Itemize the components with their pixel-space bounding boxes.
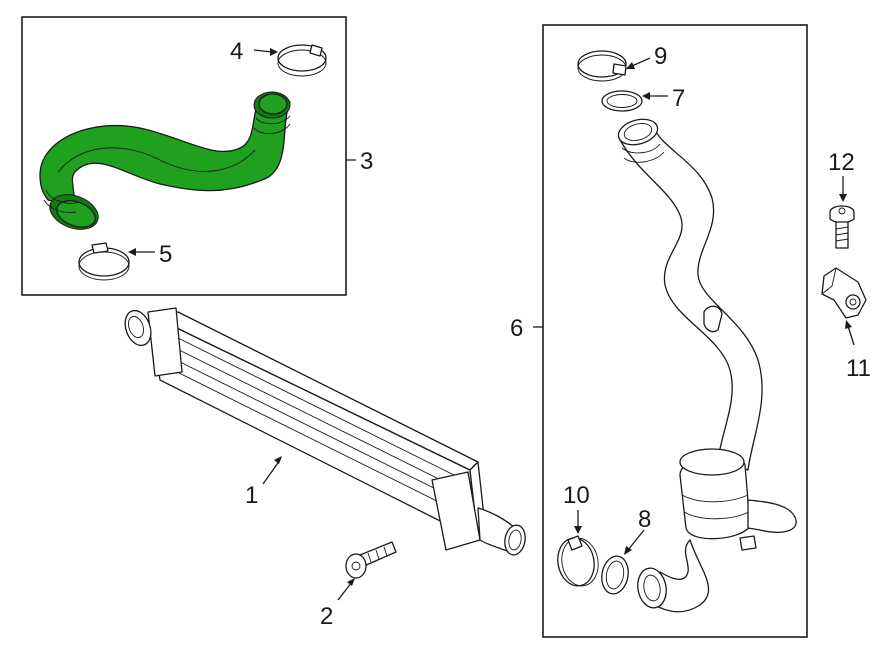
callout-7: 7: [672, 85, 685, 112]
part-1-intercooler[interactable]: [121, 307, 528, 557]
part-4-clamp[interactable]: [277, 44, 327, 77]
callout-6: 6: [510, 315, 523, 342]
group-box-3: [21, 16, 347, 296]
leader-2: [337, 578, 355, 601]
group-box-6: [542, 24, 808, 638]
callout-5: 5: [159, 241, 172, 268]
part-5-clamp[interactable]: [78, 242, 130, 281]
callout-2: 2: [320, 603, 333, 630]
callout-11: 11: [846, 355, 871, 382]
leader-1: [262, 456, 282, 485]
callout-4: 4: [230, 38, 243, 65]
part-12-bolt[interactable]: [829, 205, 855, 249]
part-2-bolt[interactable]: [345, 541, 397, 579]
part-9-clamp[interactable]: [577, 50, 627, 82]
callout-1: 1: [245, 482, 258, 509]
callout-3: 3: [360, 148, 373, 175]
part-7-o-ring[interactable]: [601, 90, 643, 112]
part-3-hose[interactable]: [39, 91, 291, 236]
leader-9: [626, 57, 651, 69]
leader-8: [624, 529, 645, 555]
callout-10: 10: [563, 482, 590, 509]
leader-11: [845, 320, 855, 346]
callout-9: 9: [654, 43, 667, 70]
leader-4: [253, 48, 278, 56]
part-6-pipe[interactable]: [616, 115, 797, 613]
leader-5: [128, 248, 155, 256]
part-8-o-ring[interactable]: [599, 554, 631, 596]
callout-12: 12: [828, 149, 855, 176]
leader-12: [839, 176, 847, 202]
leader-10: [574, 510, 582, 534]
part-11-sensor[interactable]: [821, 267, 867, 319]
leader-7: [642, 92, 668, 100]
callout-8: 8: [638, 506, 651, 533]
part-10-clamp[interactable]: [554, 535, 602, 589]
